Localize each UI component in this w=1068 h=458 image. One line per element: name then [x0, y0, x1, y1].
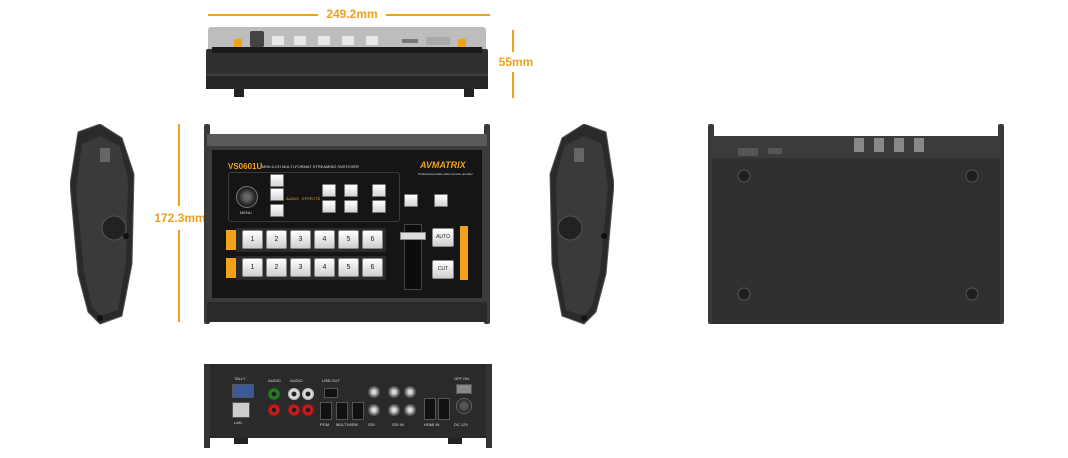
audio-out-red-jack[interactable] — [288, 404, 300, 416]
height-dimension-label: 55mm — [498, 55, 534, 69]
audio-key-3[interactable] — [270, 204, 284, 217]
audio-in-label: AUDIO — [268, 378, 281, 383]
sdi-out-label: SDI — [368, 422, 375, 427]
audio-in-red-jack[interactable] — [268, 404, 280, 416]
usb-out-port[interactable] — [324, 388, 338, 398]
lan-label: LAN — [234, 420, 242, 425]
audio-key-2[interactable] — [270, 188, 284, 201]
hdmi-multiview-port-2[interactable] — [352, 402, 364, 420]
sdi-in-bnc-4[interactable] — [404, 404, 416, 416]
multiview-label: MULTIVIEW — [336, 422, 358, 427]
hdmi-pgm-label: PGM — [320, 422, 330, 427]
power-switch-label: OFF ON — [454, 376, 470, 381]
pvw-input-key-5[interactable]: 5 — [338, 258, 359, 277]
tally-port[interactable] — [232, 384, 254, 398]
sdi-in-bnc-1[interactable] — [388, 386, 400, 398]
width-dimension-line-left — [208, 14, 318, 16]
pvw-input-key-6[interactable]: 6 — [362, 258, 383, 277]
audio-out-red-jack-2[interactable] — [302, 404, 314, 416]
height-dimension-line-bottom — [512, 72, 514, 98]
t-bar-track — [404, 224, 422, 290]
dc-power-jack[interactable] — [456, 398, 472, 414]
upper-control-zone — [228, 172, 400, 222]
pgm-input-key-5[interactable]: 5 — [338, 230, 359, 249]
depth-dimension-line-bottom — [178, 230, 180, 322]
width-dimension-label: 249.2mm — [326, 7, 378, 21]
depth-dimension-line-top — [178, 124, 180, 206]
pvw-input-key-3[interactable]: 3 — [290, 258, 311, 277]
menu-label: MENU — [240, 210, 252, 215]
audio-in-jack[interactable] — [268, 388, 280, 400]
pgm-input-key-4[interactable]: 4 — [314, 230, 335, 249]
audio-out-white-jack[interactable] — [288, 388, 300, 400]
width-dimension-line-right — [386, 14, 490, 16]
hdmi-pgm-port[interactable] — [320, 402, 332, 420]
auto-button[interactable]: AUTO — [432, 228, 454, 247]
sdi-in-bnc-2[interactable] — [404, 386, 416, 398]
right-side-view — [549, 124, 614, 325]
audio-key-1[interactable] — [270, 174, 284, 187]
bottom-view-body — [708, 124, 1004, 324]
pvw-input-key-2[interactable]: 2 — [266, 258, 287, 277]
hdmi-in-port-1[interactable] — [424, 398, 436, 420]
top-view-frame — [204, 124, 490, 324]
pvw-row-tab — [226, 258, 236, 278]
rear-view-body — [204, 364, 492, 448]
hdmi-in-label: HDMI IN — [424, 422, 440, 427]
pgm-input-key-2[interactable]: 2 — [266, 230, 287, 249]
bottom-view — [708, 124, 1004, 326]
effect-key-3[interactable] — [372, 184, 386, 197]
rear-view: TALLY LAN AUDIO AUDIO USB OUT PGM MULTIV… — [204, 364, 492, 448]
height-dimension-line-top — [512, 30, 514, 52]
sdi-in-label: SDI IN — [392, 422, 404, 427]
effect-key-2[interactable] — [344, 184, 358, 197]
pvw-input-key-4[interactable]: 4 — [314, 258, 335, 277]
sdi-bnc-1[interactable] — [368, 386, 380, 398]
effect-key-1[interactable] — [322, 184, 336, 197]
sdi-bnc-2[interactable] — [368, 404, 380, 416]
top-view: VS0601U MINI 6-CH MULTI-FORMAT STREAMING… — [204, 124, 490, 324]
pgm-input-key-6[interactable]: 6 — [362, 230, 383, 249]
transition-tab — [460, 226, 468, 280]
dc-label: DC 12V — [454, 422, 469, 427]
menu-knob[interactable] — [236, 186, 258, 208]
sdi-in-bnc-3[interactable] — [388, 404, 400, 416]
t-bar-handle[interactable] — [400, 232, 426, 240]
effect-key-5[interactable] — [344, 200, 358, 213]
pgm-input-key-1[interactable]: 1 — [242, 230, 263, 249]
effect-key-8[interactable] — [434, 194, 448, 207]
effect-key-7[interactable] — [404, 194, 418, 207]
usb-out-label: USB OUT — [322, 378, 340, 383]
pgm-input-key-3[interactable]: 3 — [290, 230, 311, 249]
lan-port[interactable] — [232, 402, 250, 418]
brand-logo: AVMATRIX — [420, 160, 466, 170]
brand-tagline: Professional audio video service provide… — [418, 172, 473, 176]
depth-dimension-label: 172.3mm — [154, 211, 206, 225]
pvw-input-key-1[interactable]: 1 — [242, 258, 263, 277]
audio-section-label: AUDIO — [286, 196, 299, 201]
audio-out-white-jack-2[interactable] — [302, 388, 314, 400]
front-view — [206, 27, 488, 97]
front-view-body — [206, 27, 488, 97]
tally-label: TALLY — [234, 376, 246, 381]
hdmi-multiview-port[interactable] — [336, 402, 348, 420]
effect-key-6[interactable] — [372, 200, 386, 213]
audio-out-label: AUDIO — [290, 378, 303, 383]
effects-section-label: EFFECTS — [302, 196, 321, 201]
model-subtitle: MINI 6-CH MULTI-FORMAT STREAMING SWITCHE… — [262, 164, 359, 169]
pgm-row-tab — [226, 230, 236, 250]
model-label: VS0601U — [228, 162, 263, 171]
cut-button[interactable]: CUT — [432, 260, 454, 279]
hdmi-in-port-2[interactable] — [438, 398, 450, 420]
effect-key-4[interactable] — [322, 200, 336, 213]
left-side-view — [70, 124, 135, 325]
power-switch[interactable] — [456, 384, 472, 394]
